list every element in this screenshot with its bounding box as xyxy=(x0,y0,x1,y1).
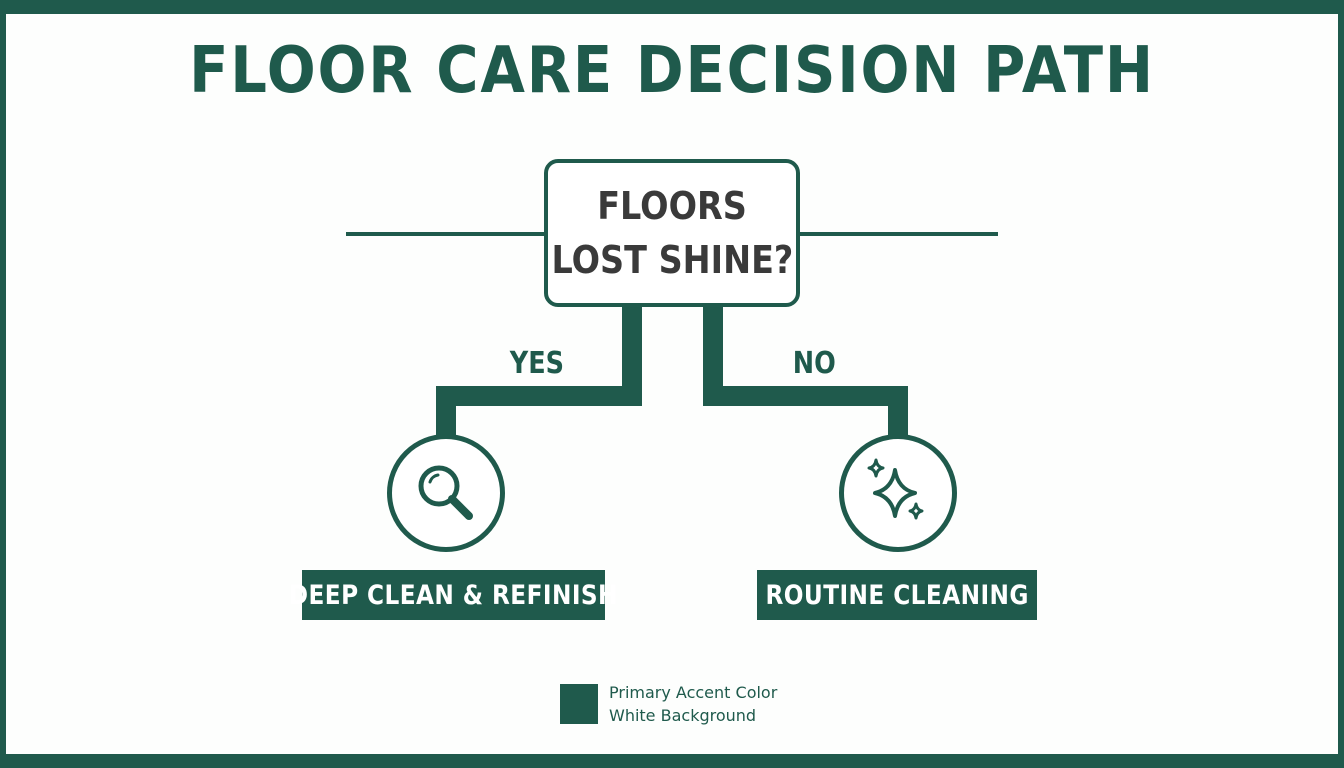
magnifying-glass-icon xyxy=(418,465,473,520)
no-icon-circle xyxy=(839,434,957,552)
yes-label: YES xyxy=(509,346,565,381)
yes-icon-circle xyxy=(387,434,505,552)
legend-item-accent: Primary Accent Color xyxy=(609,683,778,702)
diagram-title: FLOOR CARE DECISION PATH xyxy=(189,34,1155,108)
legend-item-background: White Background xyxy=(609,706,757,725)
no-label: NO xyxy=(792,346,836,381)
yes-connector xyxy=(436,305,642,440)
legend-accent-swatch xyxy=(560,684,598,724)
sparkle-icon xyxy=(867,458,924,520)
no-result-box: ROUTINE CLEANING xyxy=(757,570,1037,620)
decision-question-box: FLOORS LOST SHINE? xyxy=(544,159,800,307)
yes-result-box: DEEP CLEAN & REFINISH xyxy=(289,570,618,620)
question-line-1: FLOORS xyxy=(597,184,747,228)
question-line-2: LOST SHINE? xyxy=(551,238,793,282)
no-connector xyxy=(703,305,908,440)
yes-result-label: DEEP CLEAN & REFINISH xyxy=(288,579,619,611)
no-result-label: ROUTINE CLEANING xyxy=(765,579,1029,611)
